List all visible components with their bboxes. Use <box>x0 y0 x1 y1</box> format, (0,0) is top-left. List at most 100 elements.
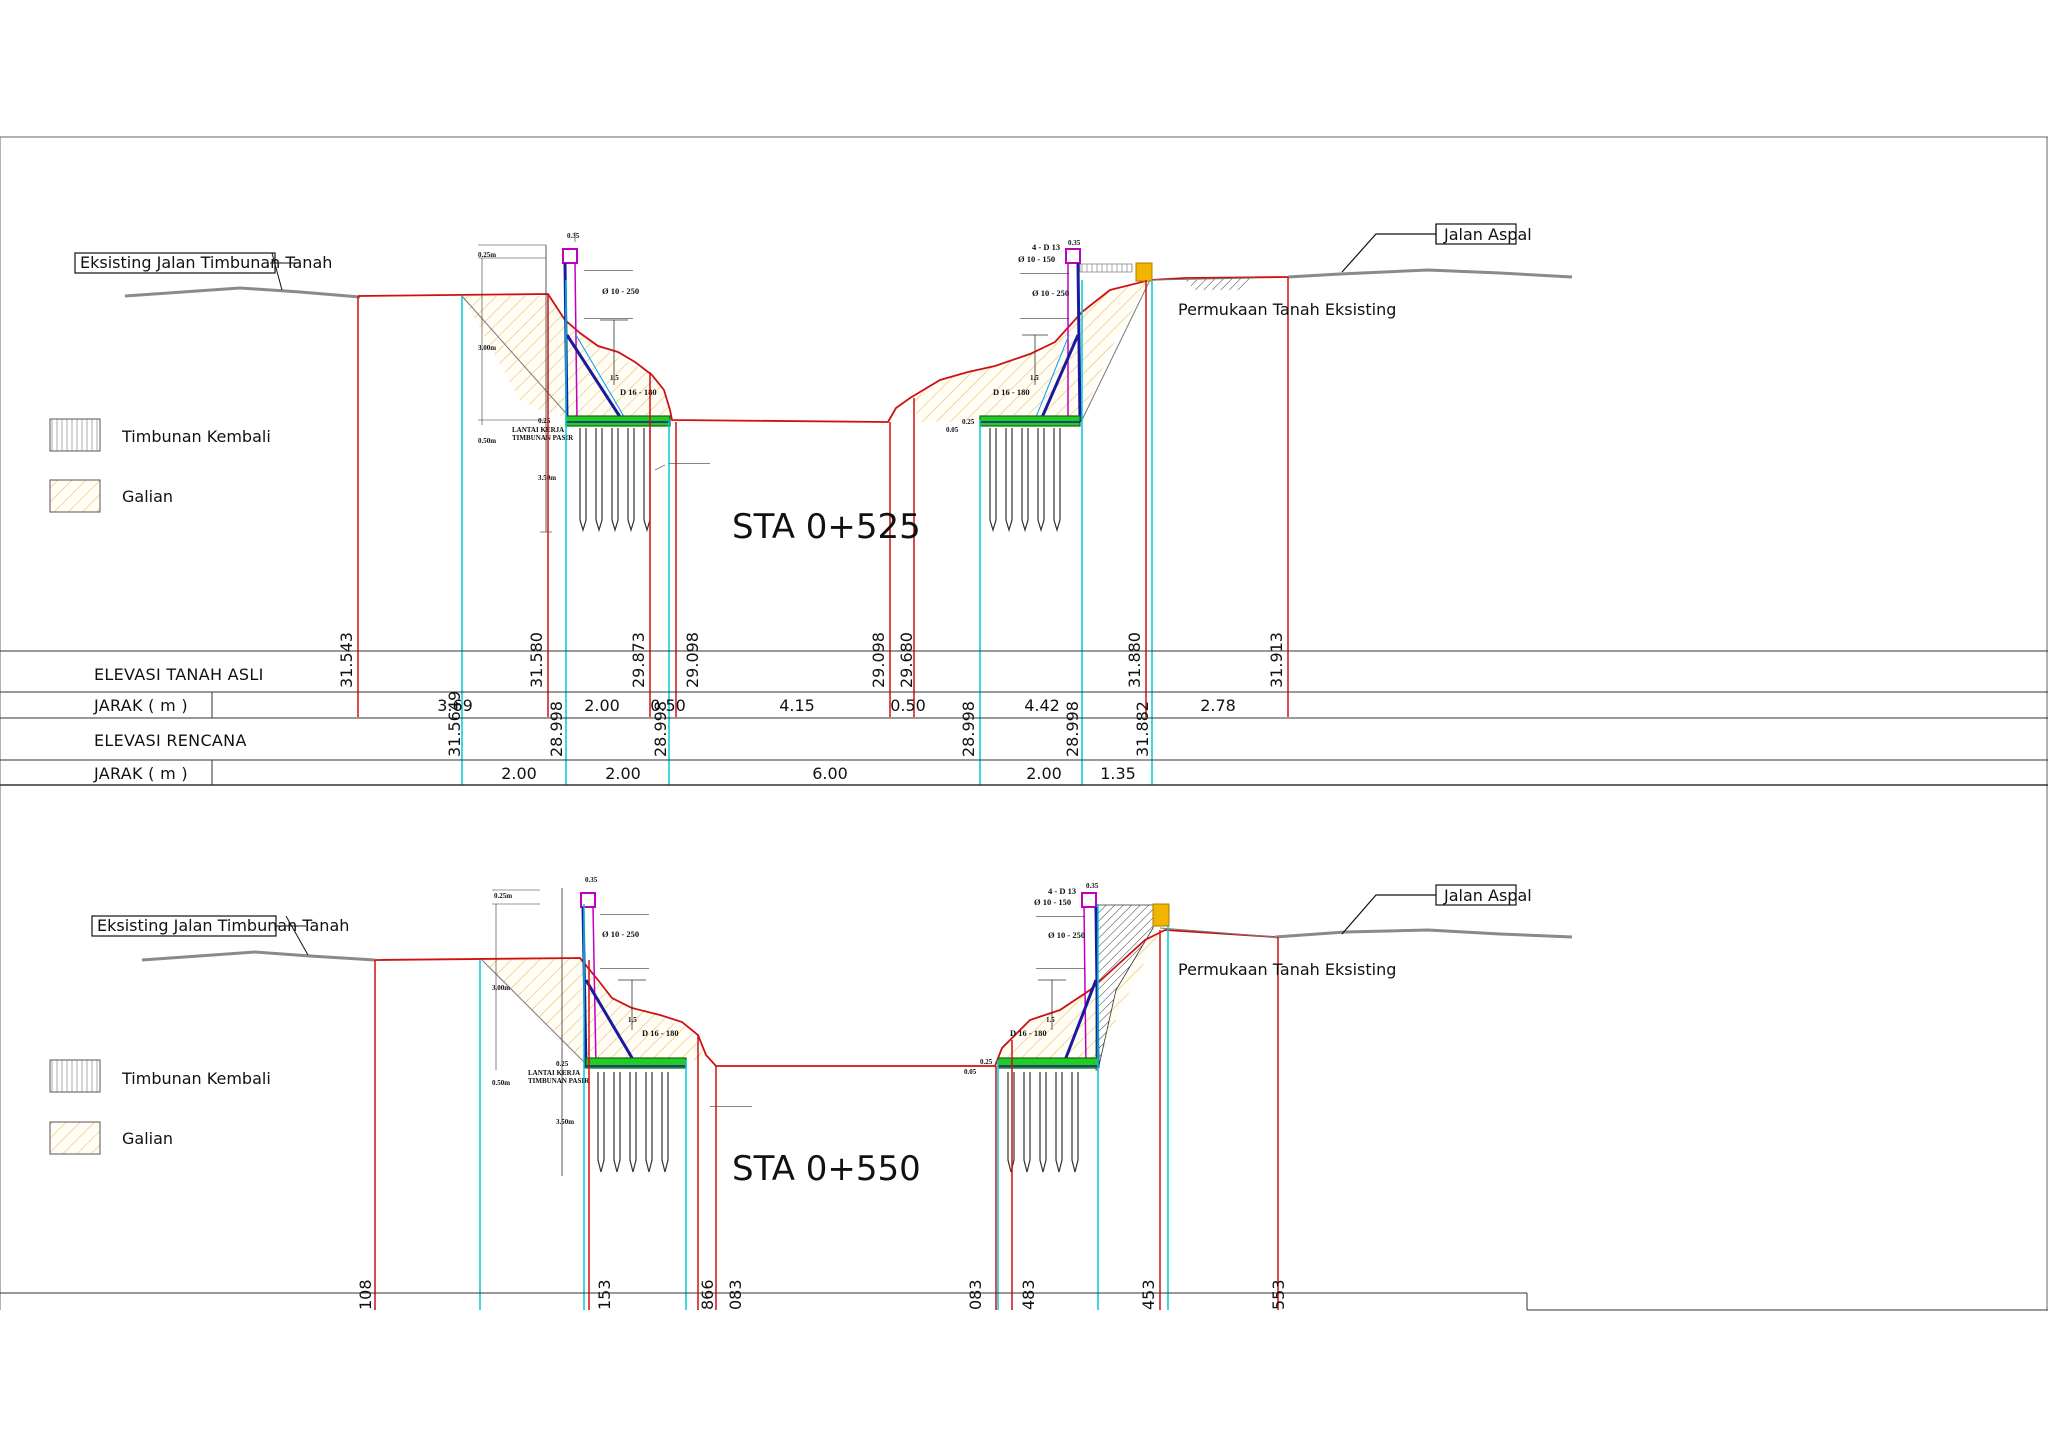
elev-asli-value-2: 453 <box>1139 1279 1158 1310</box>
lantai-kerja-label: LANTAI KERJA <box>512 426 564 434</box>
dim-005-right-2: 0.05 <box>964 1068 977 1076</box>
legend-galian-label: Galian <box>122 487 173 506</box>
label-permukaan-tanah-2: Permukaan Tanah Eksisting <box>1178 960 1396 979</box>
callout-eksisting-jalan: Eksisting Jalan Timbunan Tanah <box>74 252 332 291</box>
label-o10-250: Ø 10 - 250 <box>602 286 639 296</box>
legend-section-1: Timbunan Kembali Galian <box>49 418 271 513</box>
callout-jalan-aspal: Jalan Aspal <box>1341 223 1532 273</box>
pile-annotation: —————— <box>667 459 711 467</box>
dim-300m: 3.00m <box>478 344 496 352</box>
elev-asli-value: 31.543 <box>337 632 356 688</box>
existing-road-left <box>124 286 361 299</box>
elev-asli-value-2: 083 <box>966 1279 985 1310</box>
row-label-elevasi-tanah-asli: ELEVASI TANAH ASLI <box>94 665 264 684</box>
sheet-frame <box>0 136 2048 1310</box>
station-lines-design <box>461 280 1153 785</box>
jarak-rencana-value: 6.00 <box>812 764 848 783</box>
legend-timbunan-label-2: Timbunan Kembali <box>121 1069 271 1088</box>
abutment-right: 0.35 4 - D 13 Ø 10 - 150 ——————— Ø 10 - … <box>946 239 1153 533</box>
elev-asli-value: 29.098 <box>869 632 888 688</box>
jarak-asli-value: 2.00 <box>584 696 620 715</box>
existing-road-right-2 <box>1274 928 1573 939</box>
callout-eksisting-jalan-2: Eksisting Jalan Timbunan Tanah <box>91 915 349 956</box>
bar-annotation-1: ——————— <box>583 266 634 274</box>
label-4d13-2: 4 - D 13 <box>1048 886 1076 896</box>
elev-asli-value-2: 866 <box>698 1279 717 1310</box>
label-4d13: 4 - D 13 <box>1032 242 1060 252</box>
label-o10-150-2: Ø 10 - 150 <box>1034 897 1071 907</box>
elev-rencana-value: 28.998 <box>1063 701 1082 757</box>
pile-annotation-2: —————— <box>709 1102 753 1110</box>
dim-050m: 0.50m <box>478 437 496 445</box>
elev-rencana-value: 31.882 <box>1133 701 1152 757</box>
label-jalan-aspal-2: Jalan Aspal <box>1443 886 1532 905</box>
timbunan-pasir-label-2: TIMBUNAN PASIR <box>528 1077 590 1085</box>
dim-025m-2: 0.25m <box>494 892 512 900</box>
dim-350m-2: 3.50m <box>556 1118 574 1126</box>
row-label-jarak-1: JARAK ( m ) <box>93 696 188 715</box>
dim-035-right-2: 0.35 <box>1086 882 1099 890</box>
jarak-asli-value: 3.69 <box>437 696 473 715</box>
jarak-asli-value: 0.50 <box>890 696 926 715</box>
jarak-rencana-value: 2.00 <box>1026 764 1062 783</box>
label-permukaan-tanah: Permukaan Tanah Eksisting <box>1178 300 1396 319</box>
dim-025-right: 0.25 <box>962 418 975 426</box>
elevasi-asli-values: 31.543 31.580 29.873 29.098 29.098 29.68… <box>337 632 1286 688</box>
label-o10-250-right-2: Ø 10 - 250 <box>1048 930 1085 940</box>
elev-asli-value: 31.580 <box>527 632 546 688</box>
dim-350m: 3.50m <box>538 474 556 482</box>
dim-035-right: 0.35 <box>1068 239 1081 247</box>
section-sta-0-525: 0.35 ——————— Ø 10 - 250 ——————— 1.5 D 16… <box>0 223 2048 786</box>
label-d16-180: D 16 - 180 <box>620 387 657 397</box>
dim-005-right: 0.05 <box>946 426 959 434</box>
jarak-rencana-value: 1.35 <box>1100 764 1136 783</box>
legend-timbunan-label: Timbunan Kembali <box>121 427 271 446</box>
elev-asli-value: 31.913 <box>1267 632 1286 688</box>
label-o10-250-right: Ø 10 - 250 <box>1032 288 1069 298</box>
jarak-asli-value: 4.15 <box>779 696 815 715</box>
station-title: STA 0+525 <box>732 507 921 547</box>
elev-asli-value: 29.873 <box>629 632 648 688</box>
jarak-asli-value: 4.42 <box>1024 696 1060 715</box>
galian-right <box>912 280 1150 422</box>
elev-asli-value: 31.880 <box>1125 632 1144 688</box>
station-lines-design-2 <box>479 904 1169 1310</box>
elev-asli-value: 29.680 <box>897 632 916 688</box>
label-d16-180-right-2: D 16 - 180 <box>1010 1028 1047 1038</box>
callout-jalan-aspal-2: Jalan Aspal <box>1341 884 1532 935</box>
jarak-rencana-values: 2.00 2.00 6.00 2.00 1.35 <box>501 764 1136 783</box>
jarak-asli-value: 0.50 <box>650 696 686 715</box>
section-sta-0-550: 0.35 ——————— Ø 10 - 250 ——————— 1.5 D 16… <box>0 876 2048 1311</box>
elev-asli-value-2: 083 <box>726 1279 745 1310</box>
station-lines-existing <box>357 277 1289 717</box>
elev-asli-value-2: 483 <box>1019 1279 1038 1310</box>
station-title-2: STA 0+550 <box>732 1149 921 1189</box>
elev-rencana-value: 28.998 <box>959 701 978 757</box>
bar-annotation-5: ——————— <box>599 910 650 918</box>
label-o10-150: Ø 10 - 150 <box>1018 254 1055 264</box>
row-label-elevasi-rencana: ELEVASI RENCANA <box>94 731 247 750</box>
elev-asli-value: 29.098 <box>683 632 702 688</box>
row-label-jarak-2: JARAK ( m ) <box>93 764 188 783</box>
dim-300m-2: 3.00m <box>492 984 510 992</box>
elev-asli-value-2: 108 <box>356 1279 375 1310</box>
bar-annotation-6: ——————— <box>599 964 650 972</box>
dim-025-right-2: 0.25 <box>980 1058 993 1066</box>
permukaan-hatch <box>1185 278 1255 290</box>
existing-road-right <box>1287 268 1573 279</box>
label-jalan-aspal: Jalan Aspal <box>1443 225 1532 244</box>
bar-annotation-4: ——————— <box>1019 314 1070 322</box>
station-lines-existing-2 <box>374 930 1279 1310</box>
elev-asli-value-2: 153 <box>595 1279 614 1310</box>
slope-label-2: 1.5 <box>628 1016 637 1024</box>
label-eksisting-jalan-2: Eksisting Jalan Timbunan Tanah <box>97 916 349 935</box>
bar-annotation-3: ——————— <box>1019 269 1070 277</box>
label-d16-180-right: D 16 - 180 <box>993 387 1030 397</box>
legend-galian-label-2: Galian <box>122 1129 173 1148</box>
elev-rencana-value: 28.998 <box>547 701 566 757</box>
section-table <box>0 650 2048 786</box>
jarak-asli-value: 2.78 <box>1200 696 1236 715</box>
section-table-2 <box>0 1292 2048 1311</box>
bar-annotation-2: ——————— <box>583 314 634 322</box>
